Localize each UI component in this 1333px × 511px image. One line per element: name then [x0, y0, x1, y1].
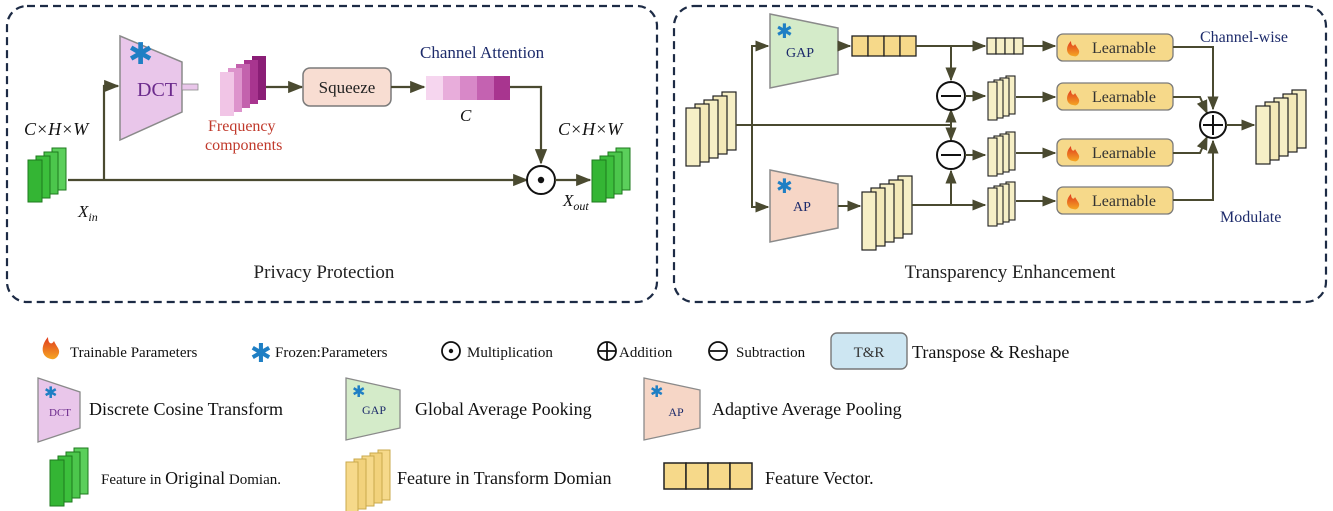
odot-icon: [526, 165, 556, 195]
legend-transform-text: Feature in Transform Domian: [397, 468, 611, 488]
gap-label: GAP: [786, 46, 814, 61]
legend-addition-text: Addition: [619, 345, 673, 361]
legend-multiplication-text: Multiplication: [467, 345, 553, 361]
gap-block: [769, 13, 839, 89]
gap-feature-vector: [851, 35, 917, 57]
legend-frozen-text: Frozen:Parameters: [275, 345, 388, 361]
legend-snowflake-icon: ✱: [250, 339, 272, 369]
channel-dim-label: C: [460, 106, 472, 125]
legend-gap-box-label: GAP: [362, 403, 386, 417]
te-line-down: [751, 125, 770, 213]
dct-label: DCT: [137, 79, 177, 101]
legend-ap-text: Adaptive Average Pooling: [712, 399, 902, 419]
legend-gap-snowflake-icon: ✱: [352, 382, 365, 401]
ominus-icon: [936, 81, 966, 111]
channel-attention-vector: [426, 76, 510, 100]
flame-icon: [1067, 146, 1080, 162]
legend-dct-snowflake-icon: ✱: [44, 383, 57, 402]
line-l2-to-add: [1173, 96, 1208, 115]
privacy-panel: [5, 4, 659, 304]
channel-attention-label: Channel Attention: [420, 43, 545, 62]
legend-dct-block: [37, 377, 81, 443]
input-feature-green: [27, 147, 67, 203]
svg-text:Learnable: Learnable: [1092, 193, 1156, 210]
learnable-box-1: Learnable: [1056, 33, 1174, 62]
ap-label: AP: [793, 200, 811, 215]
frequency-components-stack: [220, 56, 266, 116]
te-input-feature: [685, 91, 737, 167]
legend-gap-text: Global Average Pooking: [415, 399, 592, 419]
learnable-box-4: Learnable: [1056, 186, 1174, 215]
privacy-panel-title: Privacy Protection: [254, 262, 395, 283]
legend-ap-block: [643, 377, 701, 441]
arrow-input-to-dct: [102, 79, 120, 180]
transparency-panel: [672, 4, 1328, 304]
ap-block: [769, 169, 839, 243]
legend-oplus-icon: [597, 341, 617, 361]
legend-subtraction-text: Subtraction: [736, 345, 806, 361]
legend-green-feature: [49, 447, 89, 507]
output-feature-green: [591, 147, 631, 203]
ap-snowflake-icon: ✱: [776, 174, 793, 198]
svg-text:Learnable: Learnable: [1092, 89, 1156, 106]
legend-flame-icon: [42, 337, 60, 360]
ap-output-feature: [861, 175, 913, 251]
channel-wise-label: Channel-wise: [1200, 29, 1288, 46]
legend-dct-text: Discrete Cosine Transform: [89, 399, 283, 419]
legend-gap-block: [345, 377, 401, 441]
transparency-panel-title: Transparency Enhancement: [905, 262, 1117, 283]
legend-original-text: Feature in Original Domian.: [101, 468, 281, 488]
x-in-label: Xin: [77, 202, 98, 224]
line-l3-to-add: [1173, 135, 1208, 154]
legend-ap-snowflake-icon: ✱: [650, 382, 663, 401]
legend-tr-box-label: T&R: [854, 345, 885, 361]
legend-ominus-icon: [708, 341, 728, 361]
modulate-label: Modulate: [1220, 209, 1281, 226]
line-l1-to-add: [1173, 46, 1219, 111]
row3-feature: [987, 131, 1016, 177]
dct-output-connector: [181, 83, 199, 91]
legend-cream-feature: [345, 449, 391, 511]
ominus-icon-2: [936, 140, 966, 170]
input-dims-label: C×H×W: [24, 119, 90, 139]
gap-snowflake-icon: ✱: [776, 19, 793, 43]
legend-ap-box-label: AP: [668, 405, 684, 419]
legend-dct-box-label: DCT: [49, 407, 71, 419]
legend-feature-vector: [663, 462, 753, 490]
learnable-box-3: Learnable: [1056, 138, 1174, 167]
svg-text:Learnable: Learnable: [1092, 145, 1156, 162]
legend-vector-text: Feature Vector.: [765, 468, 874, 488]
flame-icon: [1067, 90, 1080, 106]
row2-feature: [987, 75, 1016, 121]
row4-feature: [987, 181, 1016, 227]
te-output-feature: [1255, 89, 1307, 165]
frequency-label-2: components: [205, 137, 282, 154]
te-line-up: [736, 40, 770, 126]
learnable-box-2: Learnable: [1056, 82, 1174, 111]
svg-text:Learnable: Learnable: [1092, 40, 1156, 57]
flame-icon: [1067, 41, 1080, 57]
arrow-attention-to-multiply: [510, 85, 548, 165]
flame-icon: [1067, 194, 1080, 210]
dct-block: [119, 34, 183, 142]
frequency-label-1: Frequency: [208, 118, 276, 135]
legend-tr-text: Transpose & Reshape: [912, 342, 1069, 362]
squeeze-label: Squeeze: [319, 78, 376, 97]
oplus-icon: [1199, 111, 1227, 139]
x-out-label: Xout: [562, 191, 589, 213]
output-dims-label: C×H×W: [558, 119, 624, 139]
line-l4-to-add: [1173, 139, 1219, 201]
small-feature-vector: [986, 37, 1024, 55]
snowflake-icon: ✱: [128, 37, 153, 72]
legend-tr-box: [830, 332, 908, 370]
legend-trainable-text: Trainable Parameters: [70, 345, 197, 361]
legend-odot-icon: [441, 341, 461, 361]
